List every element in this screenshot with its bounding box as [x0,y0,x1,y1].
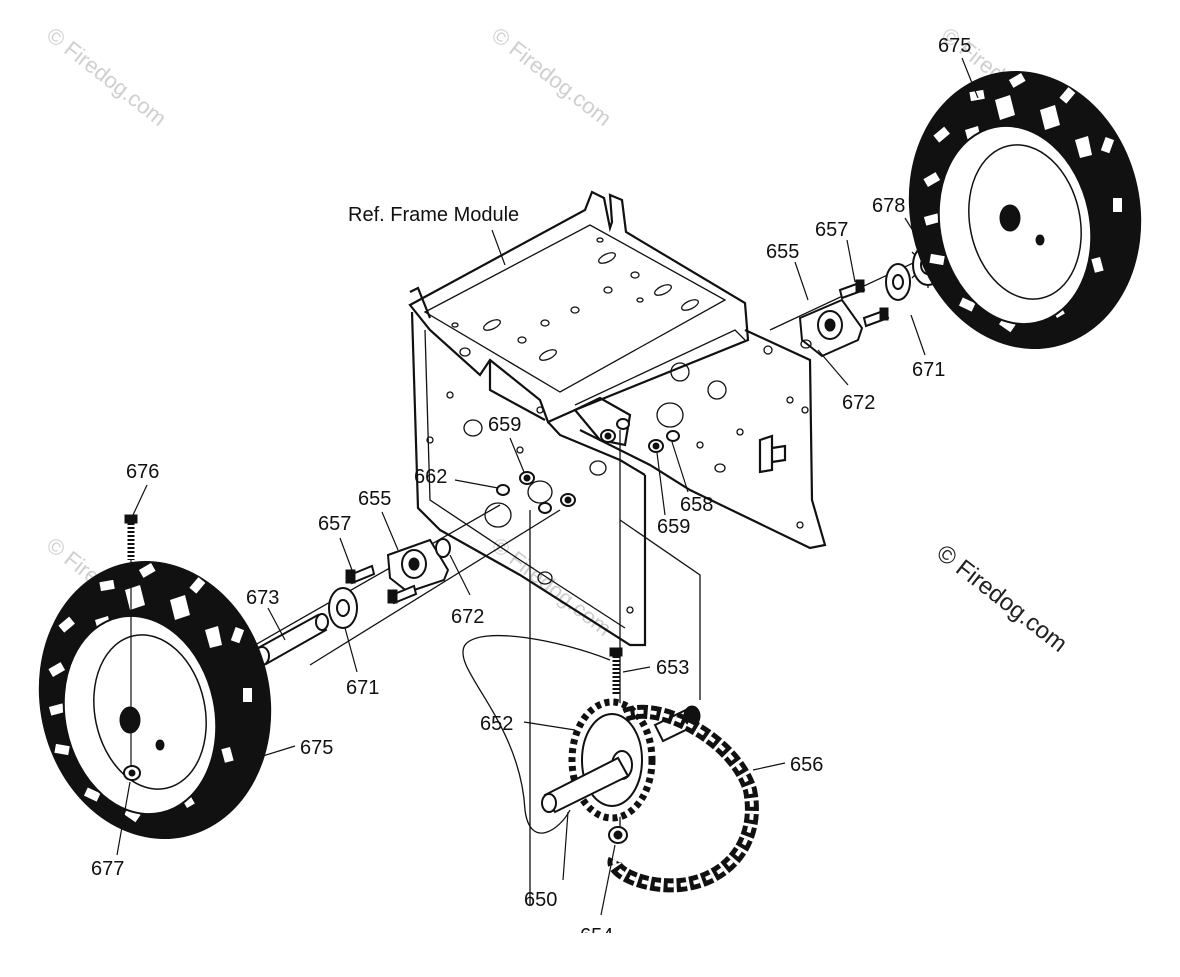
label-650: 650 [524,889,557,911]
label-653: 653 [656,657,689,679]
frame-left-panel-inner [424,329,626,629]
drive-assembly [541,647,759,893]
washer-672-right [800,339,812,349]
watermarks: © Firedog.com © Firedog.com © Firedog.co… [42,22,1072,658]
label-673: 673 [246,587,279,609]
frame-top-inner [423,224,727,393]
label-676: 676 [126,461,159,483]
frame-center-bracket [573,396,632,447]
chain-656 [607,704,759,893]
frame-module [408,190,827,647]
label-656: 656 [790,754,823,776]
bolt-676 [124,514,138,775]
spacer-673 [254,613,329,666]
label-652: 652 [480,713,513,735]
frame-right-edge [574,329,746,406]
frame-holes [426,345,809,614]
bolts-657-right [838,279,890,328]
bolt-653 [609,647,623,695]
leader-lines [116,57,979,916]
label-677: 677 [91,858,124,880]
label-678: 678 [872,195,905,217]
frame-slots [451,237,699,361]
frame-top-plate [408,190,750,424]
small-hardware [484,418,680,528]
frame-left-panel [410,311,647,647]
label-655-right: 655 [766,241,799,263]
hub-left [119,706,141,734]
watermark-top-left: © Firedog.com [42,22,171,131]
labels: Ref. Frame Module 675 657 678 655 671 67… [91,35,971,947]
label-659-upper: 659 [488,414,521,436]
rim-left [62,614,218,816]
label-657-left: 657 [318,513,351,535]
frame-left-panel-top [547,421,646,476]
washer-672-left [435,538,451,558]
wheel-right [908,70,1142,350]
label-658: 658 [680,494,713,516]
label-671-right: 671 [912,359,945,381]
frame-brackets [758,434,787,474]
label-662: 662 [414,466,447,488]
left-bearing-assembly [254,538,451,666]
hub-right [999,204,1021,232]
wheel-left [38,514,272,840]
label-675-top: 675 [938,35,971,57]
label-657-right: 657 [815,219,848,241]
label-675-left: 675 [300,737,333,759]
watermark-main: © Firedog.com [931,539,1072,657]
label-671-left: 671 [346,677,379,699]
label-659-lower: 659 [657,516,690,538]
frame-step [488,360,546,421]
bottom-crop [0,928,1180,977]
watermark-top-center: © Firedog.com [487,22,616,131]
bolts-657-left [345,564,418,605]
label-672-right: 672 [842,392,875,414]
frame-right-panel [579,329,827,550]
label-655-left: 655 [358,488,391,510]
label-672-left: 672 [451,606,484,628]
washer-662 [496,484,510,496]
washer-658 [666,430,680,442]
frame-left-tab [409,286,432,319]
label-frame-module: Ref. Frame Module [348,204,519,226]
